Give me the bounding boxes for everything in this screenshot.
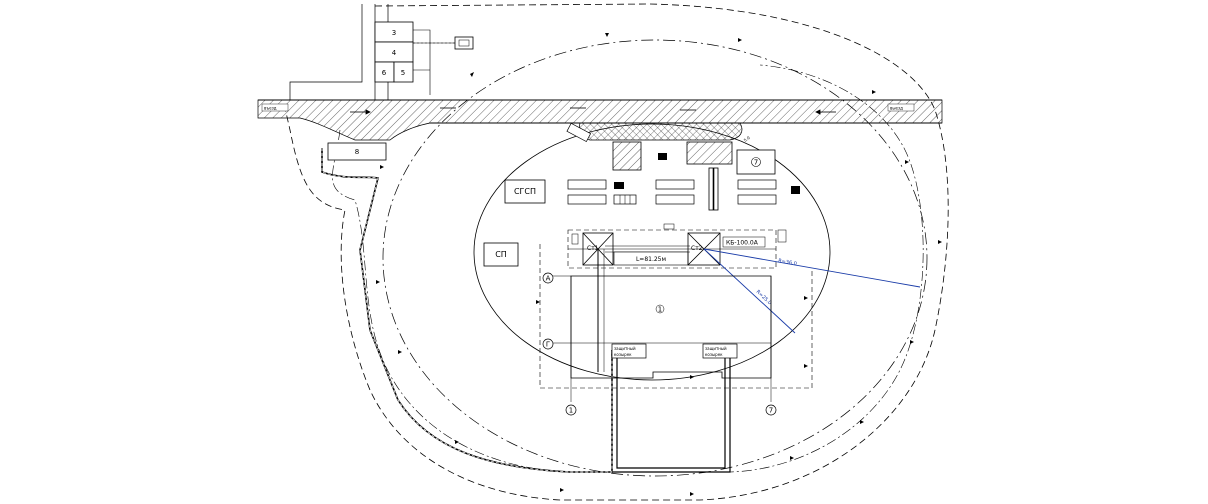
site-boundary-outer: [284, 3, 949, 501]
building-outline: [539, 244, 813, 389]
sgsp-building: [504, 179, 546, 204]
road-entry-label: въезд: [264, 106, 277, 111]
storage-shed: [327, 142, 387, 161]
crane-capacity-box: [722, 236, 766, 248]
axis-col-right: 7: [769, 407, 773, 415]
small-markers: [614, 153, 800, 194]
sgsp-label: СГСП: [514, 187, 536, 196]
site-box-number: 7: [754, 159, 758, 167]
canopy-left: [611, 343, 647, 359]
entry-label-box: [261, 103, 289, 112]
box-number-2: 4: [392, 49, 397, 57]
axis-row-top: А: [546, 275, 551, 283]
crane-track-length: L=81.25м: [636, 256, 666, 263]
canopy-left-line2: козырек: [614, 352, 632, 357]
boundary-ticks: [376, 33, 942, 496]
canopy-right: [702, 343, 738, 359]
axis-col-left: 1: [569, 407, 573, 415]
axis-bubble-row-bottom: [542, 338, 554, 350]
loading-area: [578, 122, 743, 141]
box-number-3a: 6: [382, 69, 387, 77]
entry-access-road: [289, 4, 389, 100]
utility-block: [374, 21, 414, 83]
material-store-left: [612, 141, 642, 171]
axis-bubble-col-right: [765, 404, 777, 416]
temporary-road-outline: [332, 64, 924, 473]
site-box: [736, 149, 776, 175]
axis-bubble-col-left: [565, 404, 577, 416]
small-dimension: 5.0: [743, 135, 751, 143]
canopy-right-line1: защитный: [705, 346, 727, 351]
building-number: 1: [658, 306, 662, 314]
cable-line-right: [612, 350, 731, 473]
crane-right-label: Ст2: [691, 245, 703, 252]
canopy-left-line1: защитный: [614, 346, 636, 351]
material-stacks: [567, 179, 777, 205]
crane-reach-lines: [703, 248, 921, 334]
road-arrows: [350, 107, 836, 115]
axis-row-bottom: Г: [546, 341, 550, 349]
small-equipment: [566, 122, 592, 143]
small-unit: [454, 36, 474, 50]
axis-bubble-row-top: [542, 272, 554, 284]
box-number-1: 3: [392, 29, 396, 37]
sp-building: [483, 242, 519, 267]
canopy-right-line2: козырек: [705, 352, 723, 357]
crane-reach-a: R=36.0: [778, 258, 798, 267]
crane-left-label: Ст1: [587, 245, 599, 252]
road-exit-label: выезд: [890, 106, 903, 111]
material-store-right: [686, 141, 733, 165]
shed-number: 8: [355, 148, 359, 156]
main-road: [257, 99, 943, 141]
box-number-3b: 5: [401, 69, 405, 77]
crane-capacity: КБ-100.0А: [726, 240, 759, 247]
crane-danger-zone: [382, 39, 928, 477]
sp-label: СП: [495, 250, 507, 259]
exit-label-box: [887, 103, 915, 112]
